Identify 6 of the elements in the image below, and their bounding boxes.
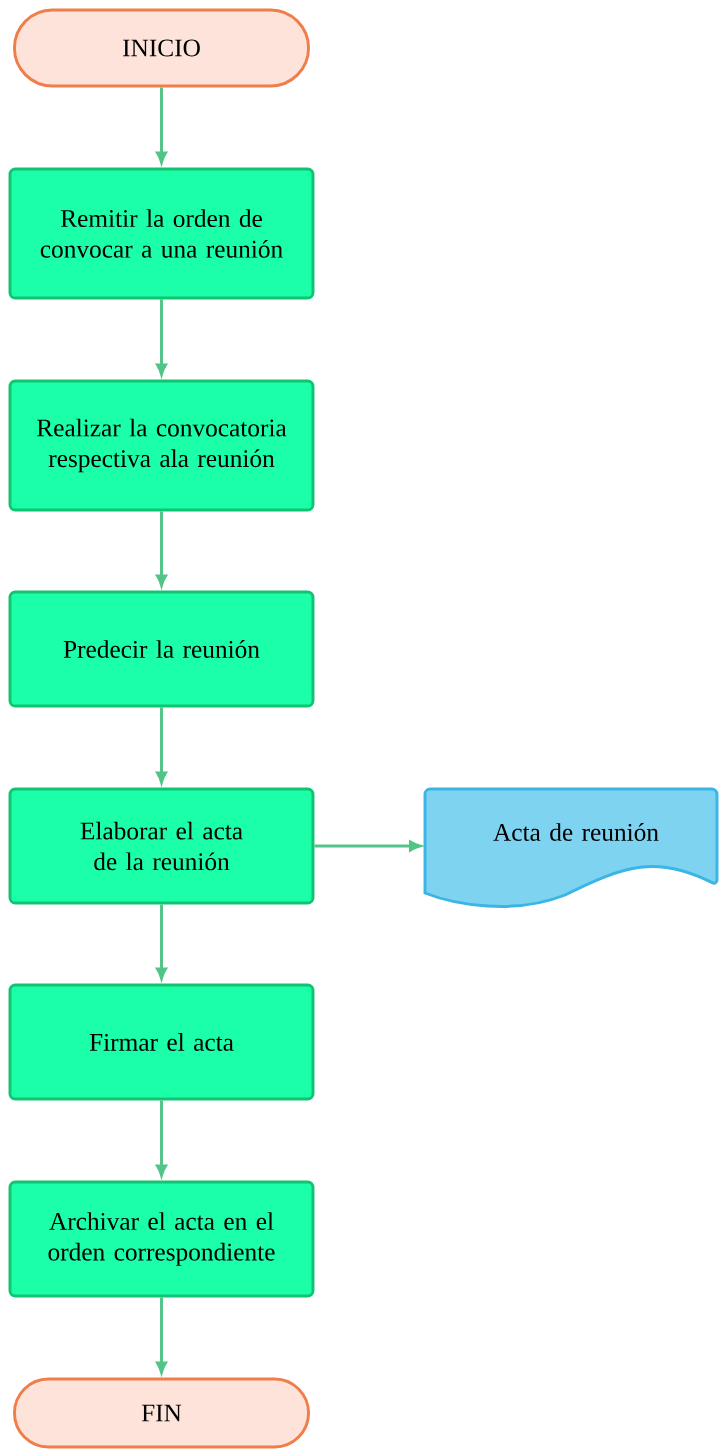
process-box: Archivar el acta en el orden correspondiente (8, 1180, 315, 1298)
process-box: Elaborar el acta de la reunión (8, 787, 315, 905)
process-box: Predecir la reunión (8, 590, 315, 708)
process-box: Remitir la orden de convocar a una reunión (8, 167, 315, 300)
process-box: Realizar la convocatoria respectiva ala reunión (8, 379, 315, 512)
process-box: Firmar el acta (8, 983, 315, 1101)
